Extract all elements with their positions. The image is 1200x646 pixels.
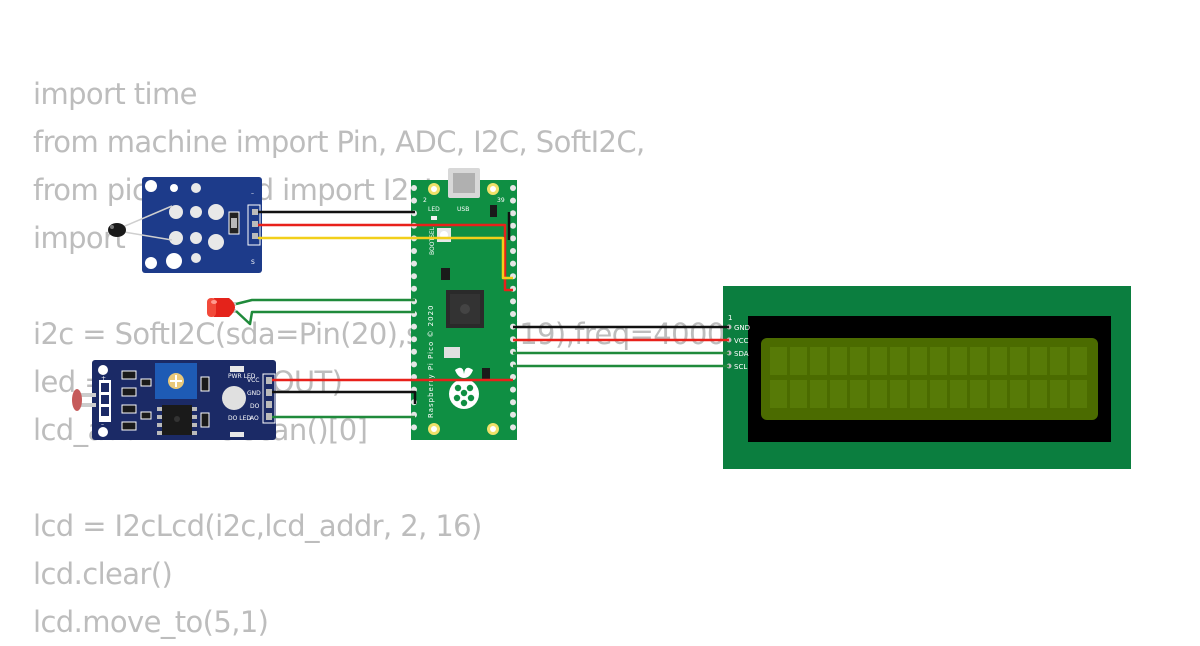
lcd-char-cell [850,380,867,408]
pico-pin2-label: 2 [423,197,427,204]
lcd-char-cell [970,347,987,375]
circuit-diagram: – S + – [72,168,1131,469]
lcd-char-cell [870,347,887,375]
pico-pin[interactable] [411,374,417,380]
pico-pin[interactable] [510,222,516,229]
pico-usb-label: USB [457,206,469,213]
wire-led-anode[interactable] [235,298,415,306]
lcd-char-cell [890,380,907,408]
lcd-char-cell [830,380,847,408]
code-line: from machine import Pin, ADC, I2C, SoftI… [33,125,645,159]
lcd-char-cell [890,347,907,375]
lcd-1602-display[interactable]: 1 GND VCC SDA SCL [723,286,1131,469]
pico-led-label: LED [428,206,440,213]
lcd-char-cell [930,347,947,375]
lcd-char-cell [990,380,1007,408]
temp-sensor-s-label: S [251,259,255,266]
lcd-char-cell [950,347,967,375]
light-pin-gnd: GND [247,390,261,397]
pico-pin[interactable] [510,197,516,204]
lcd-char-cell [810,380,827,408]
do-led-label: DO LED [228,415,251,422]
lcd-char-cell [950,380,967,408]
raspberry-pi-pico[interactable]: LED USB 2 39 BOOTSEL Raspberry Pi Pico ©… [411,168,517,440]
lcd-char-cell [1050,380,1067,408]
lcd-char-cell [1070,347,1087,375]
pico-pin[interactable] [411,361,417,368]
lcd-character-grid [770,347,1087,408]
lcd-pin-gnd: GND [734,324,750,332]
pico-pin[interactable] [510,374,516,380]
lcd-char-cell [790,347,807,375]
bootsel-label: BOOTSEL [429,226,436,255]
pico-pin[interactable] [510,185,516,191]
pico-pin[interactable] [411,336,417,343]
lcd-char-cell [970,380,987,408]
pico-pin[interactable] [510,260,516,267]
code-line: lcd.clear() [33,557,173,591]
lcd-char-cell [930,380,947,408]
temp-sensor-minus-label: – [251,190,254,197]
pico-pin[interactable] [411,185,417,191]
lcd-char-cell [830,347,847,375]
pico-board-label: Raspberry Pi Pico © 2020 [427,305,435,419]
lcd-char-cell [790,380,807,408]
lcd-char-cell [810,347,827,375]
lcd-char-cell [850,347,867,375]
temperature-sensor-module[interactable]: – S [108,177,262,273]
wire-temp-vcc[interactable] [258,223,513,292]
raspberry-logo [449,367,479,409]
pico-pin[interactable] [411,323,417,330]
light-sensor-plus-label: + [101,375,106,382]
pico-pin[interactable] [510,210,516,217]
lcd-char-cell [770,380,787,408]
pico-pin[interactable] [510,311,516,317]
light-pin-vcc: VCC [247,377,259,384]
lcd-char-cell [1010,347,1027,375]
lcd-char-cell [1070,380,1087,408]
lcd-pin-scl: SCL [734,363,747,371]
pico-pin[interactable] [411,197,417,204]
photoresistor [72,389,82,411]
lcd-char-cell [910,347,927,375]
wire-light-gnd[interactable] [272,390,417,404]
pico-pin[interactable] [510,235,516,242]
lcd-char-cell [990,347,1007,375]
light-pin-ao: AO [250,415,259,422]
wire-led-cathode[interactable] [235,310,415,326]
code-line: lcd = I2cLcd(i2c,lcd_addr, 2, 16) [33,509,482,543]
lcd-char-cell [770,347,787,375]
pico-pin[interactable] [510,411,516,418]
lcd-char-cell [1030,347,1047,375]
pico-pin[interactable] [510,386,516,393]
pico-pin[interactable] [510,399,516,406]
pico-pin[interactable] [411,424,417,431]
lcd-char-cell [910,380,927,408]
red-led[interactable] [207,298,236,317]
light-sensor-module[interactable]: + – PWR LED DO LED [72,360,276,440]
pico-pin[interactable] [411,348,417,355]
pico-pin[interactable] [510,298,516,305]
pico-pin[interactable] [510,248,516,254]
lcd-pin-sda: SDA [734,350,749,358]
lcd-char-cell [1050,347,1067,375]
light-pin-do: DO [250,403,260,410]
pico-pin[interactable] [510,424,516,431]
thermistor-probe [108,223,126,237]
light-sensor-minus-label: – [101,421,104,428]
pico-pin39-label: 39 [497,197,505,204]
pico-pin[interactable] [411,260,417,267]
pico-pin[interactable] [411,285,417,292]
pwr-led-label: PWR LED [228,373,256,380]
lcd-pin1-marker: 1 [728,314,732,322]
pico-pin[interactable] [411,273,417,280]
lcd-char-cell [870,380,887,408]
code-line: import time [33,77,197,111]
lcd-char-cell [1030,380,1047,408]
lcd-char-cell [1010,380,1027,408]
lcd-pin-vcc: VCC [734,337,749,345]
pico-pin[interactable] [411,248,417,254]
wire-temp-signal[interactable] [258,236,513,280]
